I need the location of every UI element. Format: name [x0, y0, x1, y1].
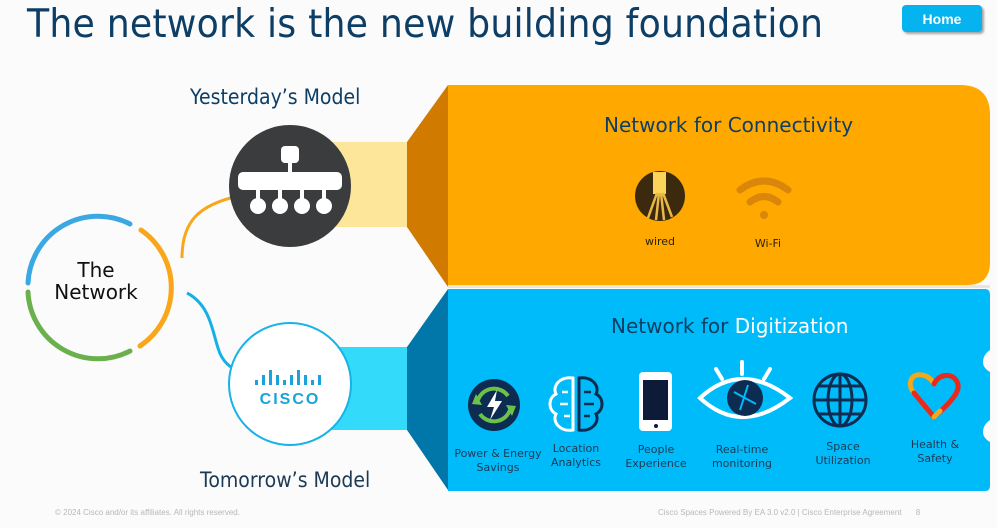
yesterday-model-label: Yesterday’s Model: [190, 85, 361, 109]
footer-right-text: Cisco Spaces Powered By EA 3.0 v2.0 | Ci…: [658, 508, 902, 517]
network-ring-green: [25, 289, 133, 362]
space-utilization-label-line1: Space: [826, 440, 860, 453]
location-analytics-label: Location Analytics: [541, 442, 611, 470]
wifi-label: Wi-Fi: [754, 237, 782, 250]
the-network-line2: Network: [54, 280, 138, 304]
power-energy-label-line1: Power & Energy: [454, 447, 542, 460]
people-experience-label: People Experience: [621, 443, 691, 471]
smartphone-icon: [639, 372, 672, 431]
space-utilization-label: Space Utilization: [805, 440, 881, 468]
people-experience-label-line1: People: [637, 443, 675, 456]
connectivity-panel: [448, 85, 990, 285]
wired-label: wired: [644, 235, 676, 248]
footer-copyright: © 2024 Cisco and/or its affiliates. All …: [55, 508, 240, 517]
location-analytics-label-line2: Analytics: [551, 456, 601, 469]
eye-icon: [697, 360, 794, 419]
health-safety-label: Health & Safety: [898, 438, 972, 466]
slide-title: The network is the new building foundati…: [27, 2, 824, 47]
people-experience-label-line2: Experience: [625, 457, 687, 470]
cisco-wordmark: CISCO: [259, 391, 321, 408]
digitization-panel: [448, 289, 990, 491]
footer-right: Cisco Spaces Powered By EA 3.0 v2.0 | Ci…: [658, 508, 920, 517]
real-time-monitoring-label-line2: monitoring: [711, 457, 773, 470]
cisco-bars-icon: [255, 370, 321, 385]
digitization-panel-title: Network for Digitization: [611, 314, 848, 338]
health-safety-label-line2: Safety: [917, 452, 953, 465]
digitization-title-prefix: Network for: [611, 314, 735, 338]
power-energy-label-line2: Savings: [476, 461, 520, 474]
ethernet-cable-icon: [635, 171, 685, 221]
heart-icon: [907, 372, 961, 420]
digitization-panel-side: [407, 289, 448, 490]
power-energy-icon: [468, 379, 520, 431]
real-time-monitoring-label-line1: Real-time: [715, 443, 769, 456]
wifi-icon: [736, 177, 792, 219]
connectivity-panel-title: Network for Connectivity: [604, 113, 854, 137]
page-number: 8: [915, 508, 921, 517]
location-analytics-label-line1: Location: [552, 442, 600, 455]
real-time-monitoring-label: Real-time monitoring: [704, 443, 780, 471]
the-network-label: The Network: [40, 259, 152, 303]
yesterday-link-line: [180, 194, 239, 259]
the-network-line1: The: [77, 258, 115, 282]
health-safety-label-line1: Health &: [910, 438, 960, 451]
hierarchy-network-icon: [229, 125, 351, 247]
tomorrow-link-line: [186, 291, 241, 372]
cisco-logo-circle: [228, 322, 352, 446]
home-button[interactable]: Home: [902, 5, 982, 32]
power-energy-label: Power & Energy Savings: [450, 447, 546, 475]
network-ring-blue: [25, 213, 133, 286]
globe-icon: [812, 372, 868, 428]
connectivity-panel-side: [407, 85, 448, 287]
digitization-title-highlight: Digitization: [734, 314, 849, 338]
brain-icon: [548, 376, 604, 432]
network-ring-orange: [137, 227, 174, 349]
tomorrow-model-label: Tomorrow’s Model: [200, 468, 371, 492]
space-utilization-label-line2: Utilization: [815, 454, 871, 467]
